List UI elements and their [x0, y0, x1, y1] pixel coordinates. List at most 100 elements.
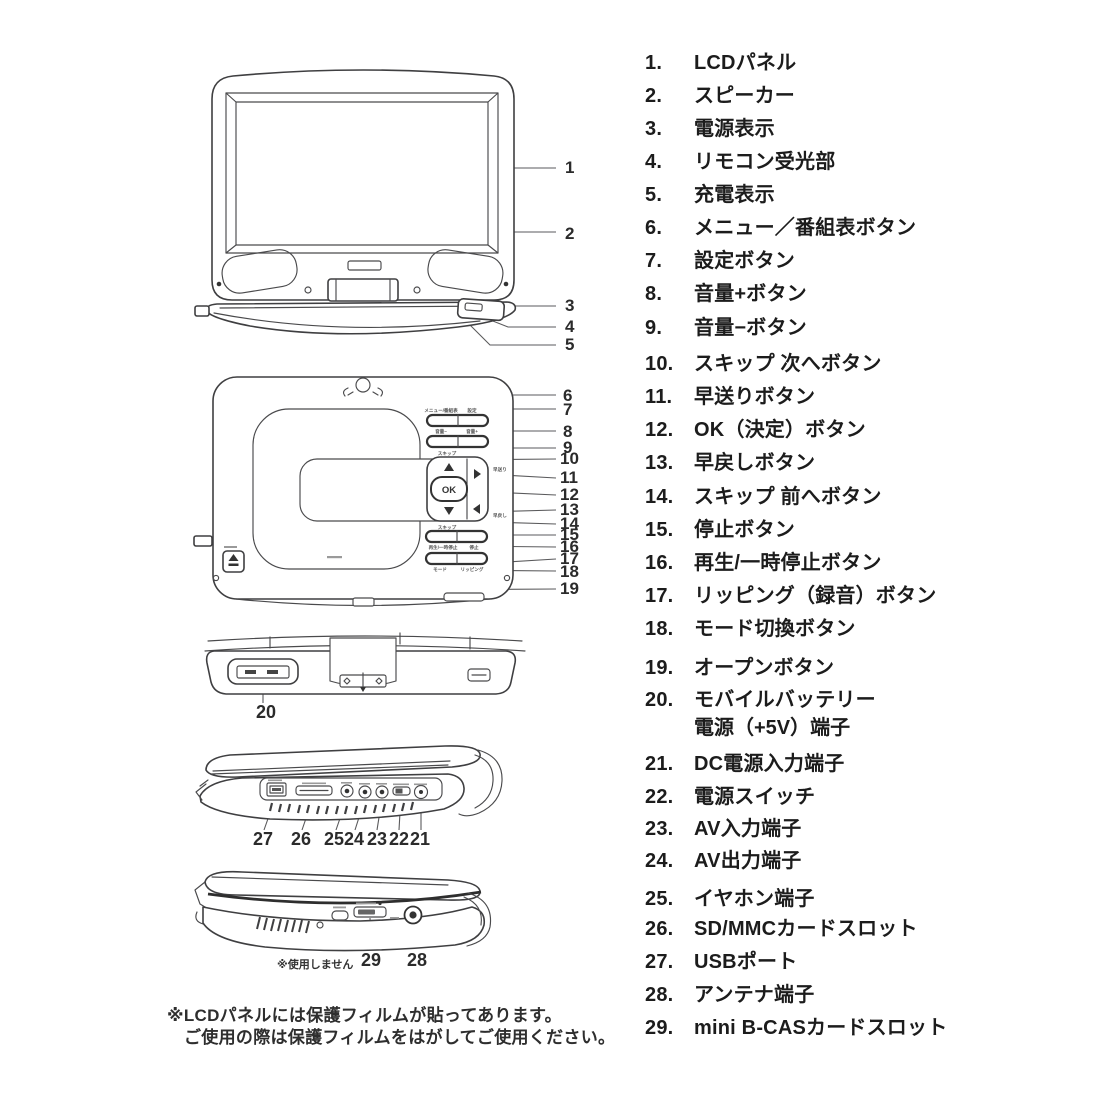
- callout-number: 6: [563, 386, 573, 405]
- callout-number: 21: [409, 829, 431, 849]
- list-item: 7.設定ボタン: [645, 250, 795, 272]
- unused-port: [331, 910, 349, 921]
- antenna-stub: [193, 535, 213, 547]
- list-item: 27.USBポート: [645, 951, 798, 973]
- callout-number: 2: [565, 224, 575, 243]
- model-etching: [327, 556, 342, 559]
- rear-curve: [466, 892, 492, 947]
- callout-number: 11: [560, 468, 578, 487]
- lcd-screen: [235, 101, 489, 246]
- ok-button-label: OK: [442, 485, 456, 496]
- hinge-screw-icon: [413, 286, 421, 294]
- usb-contact-icon: [267, 670, 278, 674]
- vent-slits: [268, 801, 415, 815]
- control-panel-diagram: OK スキップ スキップ 早送り 早戻し メニュー/番組表 設定 音量− 音量+…: [193, 376, 557, 607]
- list-item: 12.OK（決定）ボタン: [645, 419, 866, 441]
- front-tab: [352, 597, 375, 607]
- fast-forward-label: 早送り: [493, 466, 507, 473]
- screw-icon: [212, 574, 220, 582]
- mode-label: モード: [433, 567, 447, 573]
- right-arrow-icon: [474, 469, 481, 479]
- list-item: 23.AV入力端子: [645, 818, 802, 840]
- speaker-right: [427, 249, 504, 294]
- vent-slits: [256, 916, 310, 934]
- callout-number: 16: [560, 537, 579, 556]
- callout-number: 29: [360, 950, 382, 970]
- fast-rewind-label: 早戻し: [493, 512, 507, 519]
- hinge: [327, 278, 399, 302]
- list-item: 25.イヤホン端子: [645, 888, 815, 910]
- hinge-screw-icon: [304, 286, 312, 294]
- open-lid-profile: [204, 870, 481, 901]
- callout-number: 15: [560, 525, 579, 544]
- list-item: 13.早戻しボタン: [645, 452, 816, 474]
- list-item: 4.リモコン受光部: [645, 151, 836, 173]
- list-item: 17.リッピング（録音）ボタン: [645, 585, 937, 607]
- front-view-diagram: [194, 69, 556, 346]
- list-item: 6.メニュー／番組表ボタン: [645, 217, 917, 239]
- screw-icon: [503, 281, 509, 287]
- open-button-illustration: [222, 550, 245, 573]
- callout-number: 19: [560, 579, 579, 598]
- callout-number: 3: [565, 296, 575, 315]
- diamond-mark-icon: [343, 677, 351, 685]
- rear-view-diagram: [204, 632, 526, 703]
- list-item: 2.スピーカー: [645, 85, 795, 107]
- callout-number: 20: [256, 702, 277, 722]
- up-arrow-icon: [444, 463, 454, 471]
- power-led-window: [464, 302, 483, 312]
- ripping-label: リッピング: [461, 566, 484, 573]
- ok-button-illustration: [430, 476, 468, 502]
- list-item: 22.電源スイッチ: [645, 786, 816, 808]
- stop-label: 停止: [469, 544, 479, 551]
- list-item: 15.停止ボタン: [645, 519, 795, 541]
- list-item: 26.SD/MMCカードスロット: [645, 918, 918, 940]
- list-item-continuation: 電源（+5V）端子: [694, 717, 851, 739]
- left-arrow-icon: [473, 504, 480, 514]
- callout-number: 26: [290, 829, 312, 849]
- latch: [443, 592, 485, 602]
- callout-number: 14: [560, 514, 579, 533]
- menu-button-label: メニュー/番組表: [424, 407, 458, 414]
- callout-number: 5: [565, 335, 575, 354]
- list-item: 3.電源表示: [645, 118, 775, 140]
- down-arrow-icon: [444, 507, 454, 515]
- list-item: 10.スキップ 次へボタン: [645, 353, 882, 375]
- list-item: 24.AV出力端子: [645, 850, 802, 872]
- eject-icon: [228, 554, 239, 561]
- list-item: 21.DC電源入力端子: [645, 753, 845, 775]
- callout-number: 22: [388, 829, 410, 849]
- remote-sensor-window: [347, 260, 382, 271]
- callout-number: 10: [560, 449, 579, 468]
- left-side-diagram: [195, 745, 503, 831]
- right-side-diagram: [194, 870, 492, 952]
- usb-contact-icon: [245, 670, 256, 674]
- list-item: 9.音量−ボタン: [645, 317, 807, 339]
- list-item: 11.早送りボタン: [645, 386, 816, 408]
- list-item: 19.オープンボタン: [645, 657, 835, 679]
- list-item: 28.アンテナ端子: [645, 984, 815, 1006]
- list-item: 8.音量+ボタン: [645, 283, 807, 305]
- callout-number: 7: [563, 400, 573, 419]
- skip-prev-label: スキップ: [438, 524, 457, 531]
- callout-number: 1: [565, 158, 575, 177]
- callout-number: 18: [560, 562, 579, 581]
- callout-number: 23: [366, 829, 388, 849]
- callout-number: 8: [563, 422, 573, 441]
- callout-number: 27: [252, 829, 274, 849]
- settings-button-label: 設定: [467, 407, 477, 414]
- not-used-note: ※使用しません: [277, 959, 354, 971]
- callout-number: 4: [565, 317, 575, 336]
- callout-number: 12: [560, 485, 579, 504]
- skip-next-label: スキップ: [438, 450, 457, 457]
- volume-minus-label: 音量−: [435, 428, 447, 435]
- callout-number: 25: [323, 829, 345, 849]
- list-item: 1.LCDパネル: [645, 52, 797, 74]
- callout-number: 28: [406, 950, 428, 970]
- footnote-line-2: ご使用の際は保護フィルムをはがしてご使用ください。: [184, 1028, 616, 1047]
- list-item: 20.モバイルバッテリー: [645, 689, 876, 711]
- list-item: 14.スキップ 前へボタン: [645, 486, 882, 508]
- reset-hole-icon: [316, 921, 324, 929]
- list-item: 18.モード切換ボタン: [645, 618, 856, 640]
- callout-number: 17: [560, 549, 579, 568]
